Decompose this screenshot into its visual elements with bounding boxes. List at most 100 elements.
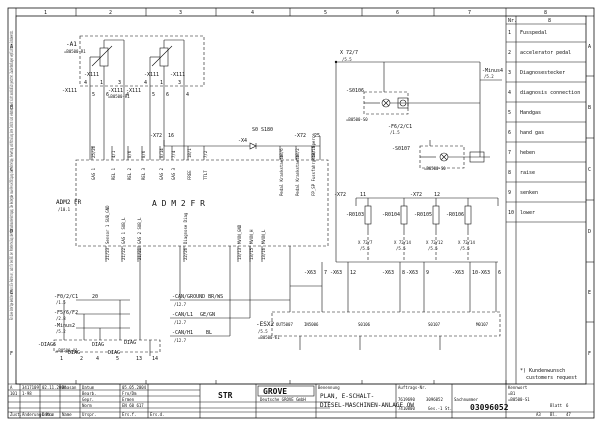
svg-text:Urspr.: Urspr.	[82, 412, 96, 417]
legend-item-text: hand gas	[520, 130, 544, 136]
svg-text:-CAN/L1: -CAN/L1	[172, 312, 193, 318]
adm2-signal-bottom: Sensor 1 SUB_GND	[105, 205, 110, 244]
adm2-signal-bottom: GAS 1 SUB_L	[121, 217, 126, 244]
row-letter: F	[10, 351, 13, 357]
column-number: 1	[44, 10, 47, 16]
svg-text:/5.5: /5.5	[342, 57, 352, 62]
adm2-pin-top: 25/26	[91, 145, 96, 158]
adm2-pin-top: 18/6	[279, 148, 284, 158]
adm2-signal-top: Pedal Krankstaete	[279, 154, 284, 196]
svg-text:-X72: -X72	[334, 192, 346, 198]
svg-text:47: 47	[566, 412, 571, 417]
svg-text:2: 2	[80, 356, 83, 362]
legend-item-no: 5	[508, 110, 511, 116]
x63-pin: 7	[324, 270, 327, 276]
column-number: 2	[109, 10, 112, 16]
svg-text:Bhasan: Bhasan	[62, 385, 77, 390]
svg-text:S0 S180: S0 S180	[252, 127, 273, 133]
adm2-signal-bottom: MVON_GND	[237, 224, 242, 244]
adm2-signal-top: FP_SP Fussfahrgeber Sperre	[311, 133, 316, 196]
svg-text:4: 4	[186, 92, 189, 98]
svg-text:1: 1	[60, 356, 63, 362]
svg-text:Datum: Datum	[82, 385, 95, 390]
svg-text:1-98: 1-98	[22, 391, 32, 396]
svg-text:Fro/Dm: Fro/Dm	[122, 391, 137, 396]
svg-text:-F0/2/C1: -F0/2/C1	[54, 294, 78, 300]
svg-text:25: 25	[314, 133, 320, 139]
svg-text:6: 6	[566, 403, 569, 408]
adm2-pin-bottom: 21/21	[137, 247, 142, 260]
svg-text:/5.2: /5.2	[56, 329, 66, 334]
svg-text:-X72: -X72	[294, 133, 306, 139]
legend-header-no: Nr.	[508, 18, 517, 24]
adm2-pin-bottom: 22/26	[183, 247, 188, 260]
adm2-pin-bottom: 21/23	[105, 247, 110, 260]
legend-item-text: diagnosis connection	[520, 90, 580, 96]
adm2-signal-bottom: Diagnose Diag	[183, 212, 188, 244]
column-number: 8	[544, 10, 547, 16]
svg-text:-DIAG6: -DIAG6	[38, 342, 56, 348]
legend-note-2: customers request	[526, 375, 577, 381]
svg-text:A: A	[10, 385, 13, 390]
adm2-pin-bottom: 13/13	[237, 247, 242, 260]
drawing-number: 03096052	[470, 403, 509, 412]
column-number: 6	[396, 10, 399, 16]
resistor-wire: X 72/12	[426, 240, 443, 245]
svg-text:/2.8: /2.8	[56, 316, 66, 321]
adm2-signal-bottom: GAS 2 SUB_L	[137, 217, 142, 244]
grove-logo: GROVE	[263, 387, 287, 396]
svg-text:7619690: 7619690	[398, 397, 415, 402]
legend-item-text: heben	[520, 150, 535, 156]
svg-text:/5.5: /5.5	[258, 329, 268, 334]
svg-text:-X111: -X111	[108, 88, 123, 94]
svg-text:Auftrags-Nr.: Auftrags-Nr.	[398, 385, 427, 390]
column-number: 7	[468, 10, 471, 16]
a1-label: -A1	[66, 41, 77, 48]
svg-text:-F5/6/F2: -F5/6/F2	[54, 310, 78, 316]
svg-text:-S0106: -S0106	[346, 88, 364, 94]
drawing-title-2: DIESEL-MASCHINEN-ANLAGE OW	[320, 402, 414, 409]
adm2-label: ADM2 FR	[56, 199, 82, 206]
legend-item-text: Handgas	[520, 110, 541, 116]
can-bus-lines: -CAN/GROUND BR/WS /12.7 -CAN/L1 GE/GN /1…	[170, 246, 291, 343]
x63-label: -X63	[382, 270, 394, 276]
row-letter: C	[10, 167, 13, 173]
svg-text:=B1: =B1	[508, 391, 516, 396]
svg-text:-X111: -X111	[126, 88, 141, 94]
adm2-signal-top: TTLT	[203, 170, 208, 180]
svg-text:3096052: 3096052	[426, 397, 443, 402]
svg-text:Zust.: Zust.	[10, 412, 22, 417]
resistor-body	[432, 205, 440, 225]
legend-item-text: accelerator pedal	[520, 50, 571, 56]
svg-text:-CAN/GROUND BR/WS: -CAN/GROUND BR/WS	[172, 294, 223, 300]
svg-text:A3: A3	[536, 412, 541, 417]
svg-text:Ges.-1 St.: Ges.-1 St.	[428, 406, 452, 411]
resistor-wire-ref: /5.5	[460, 246, 470, 251]
legend-item-no: 6	[508, 130, 511, 136]
svg-text:14: 14	[152, 356, 158, 362]
adm2-pin-top: 8/6	[141, 150, 146, 158]
adm2-pin-top: 18/2	[295, 148, 300, 158]
svg-text:3417109: 3417109	[22, 385, 39, 390]
svg-text:5: 5	[92, 92, 95, 98]
svg-text:BL: BL	[206, 330, 212, 336]
svg-text:/12.7: /12.7	[174, 338, 187, 343]
x63-label: -X63	[478, 270, 490, 276]
svg-text:Bl.: Bl.	[550, 412, 557, 417]
title-block: A 3417109 02.11.2004 Bhasan 101 1-98 Zus…	[8, 383, 594, 418]
resistor-wire: X 72/14	[394, 240, 411, 245]
svg-text:-X111: -X111	[84, 72, 99, 78]
column-number: 5	[324, 10, 327, 16]
esx2-box	[271, 311, 501, 337]
resistor-wire-ref: /5.5	[360, 246, 370, 251]
adm2-signal-bottom: MVON_L	[261, 229, 266, 244]
esx2-output: OUT5007	[276, 322, 293, 327]
svg-text:=B0500-X1: =B0500-X1	[56, 348, 78, 353]
legend-item-no: 7	[508, 150, 511, 156]
svg-text:4: 4	[84, 80, 87, 86]
adm2-signal-top: REL 3	[141, 167, 146, 180]
